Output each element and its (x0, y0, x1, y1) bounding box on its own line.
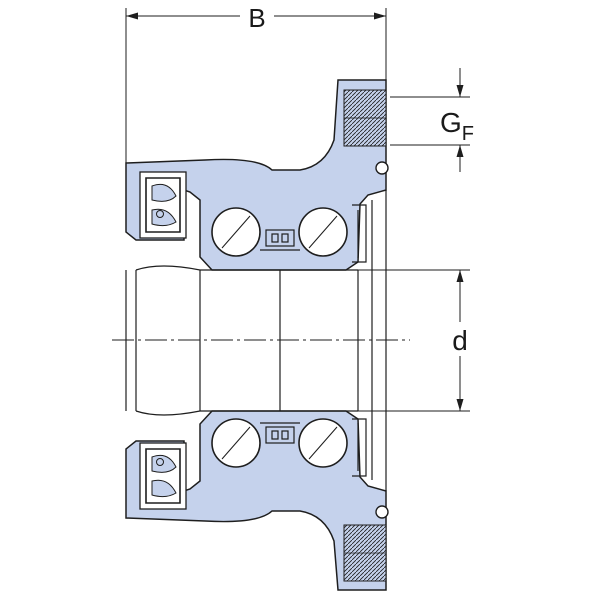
dimension-gf (390, 68, 470, 172)
seal-upper (139, 171, 187, 239)
dimension-d-label: d (452, 325, 468, 356)
ball-lower-left (211, 418, 261, 468)
bore-outline (125, 190, 387, 491)
ball-lower-right (298, 418, 348, 468)
ball-upper-right (298, 207, 348, 257)
cage-lower (260, 422, 300, 444)
flange-thread-lower (343, 524, 387, 582)
snap-ring-lower (375, 505, 389, 519)
seal-lower (139, 442, 187, 510)
dimension-gf-label: GF (440, 107, 474, 145)
cage-upper (260, 229, 300, 251)
seal-right-lower (352, 418, 367, 477)
dimension-d (358, 269, 474, 412)
ball-upper-left (211, 207, 261, 257)
dimension-b (125, 4, 387, 163)
flange-thread-upper (343, 89, 387, 147)
snap-ring-upper (375, 161, 389, 175)
dimension-b-label: B (248, 3, 265, 33)
seal-right-upper (352, 204, 367, 263)
